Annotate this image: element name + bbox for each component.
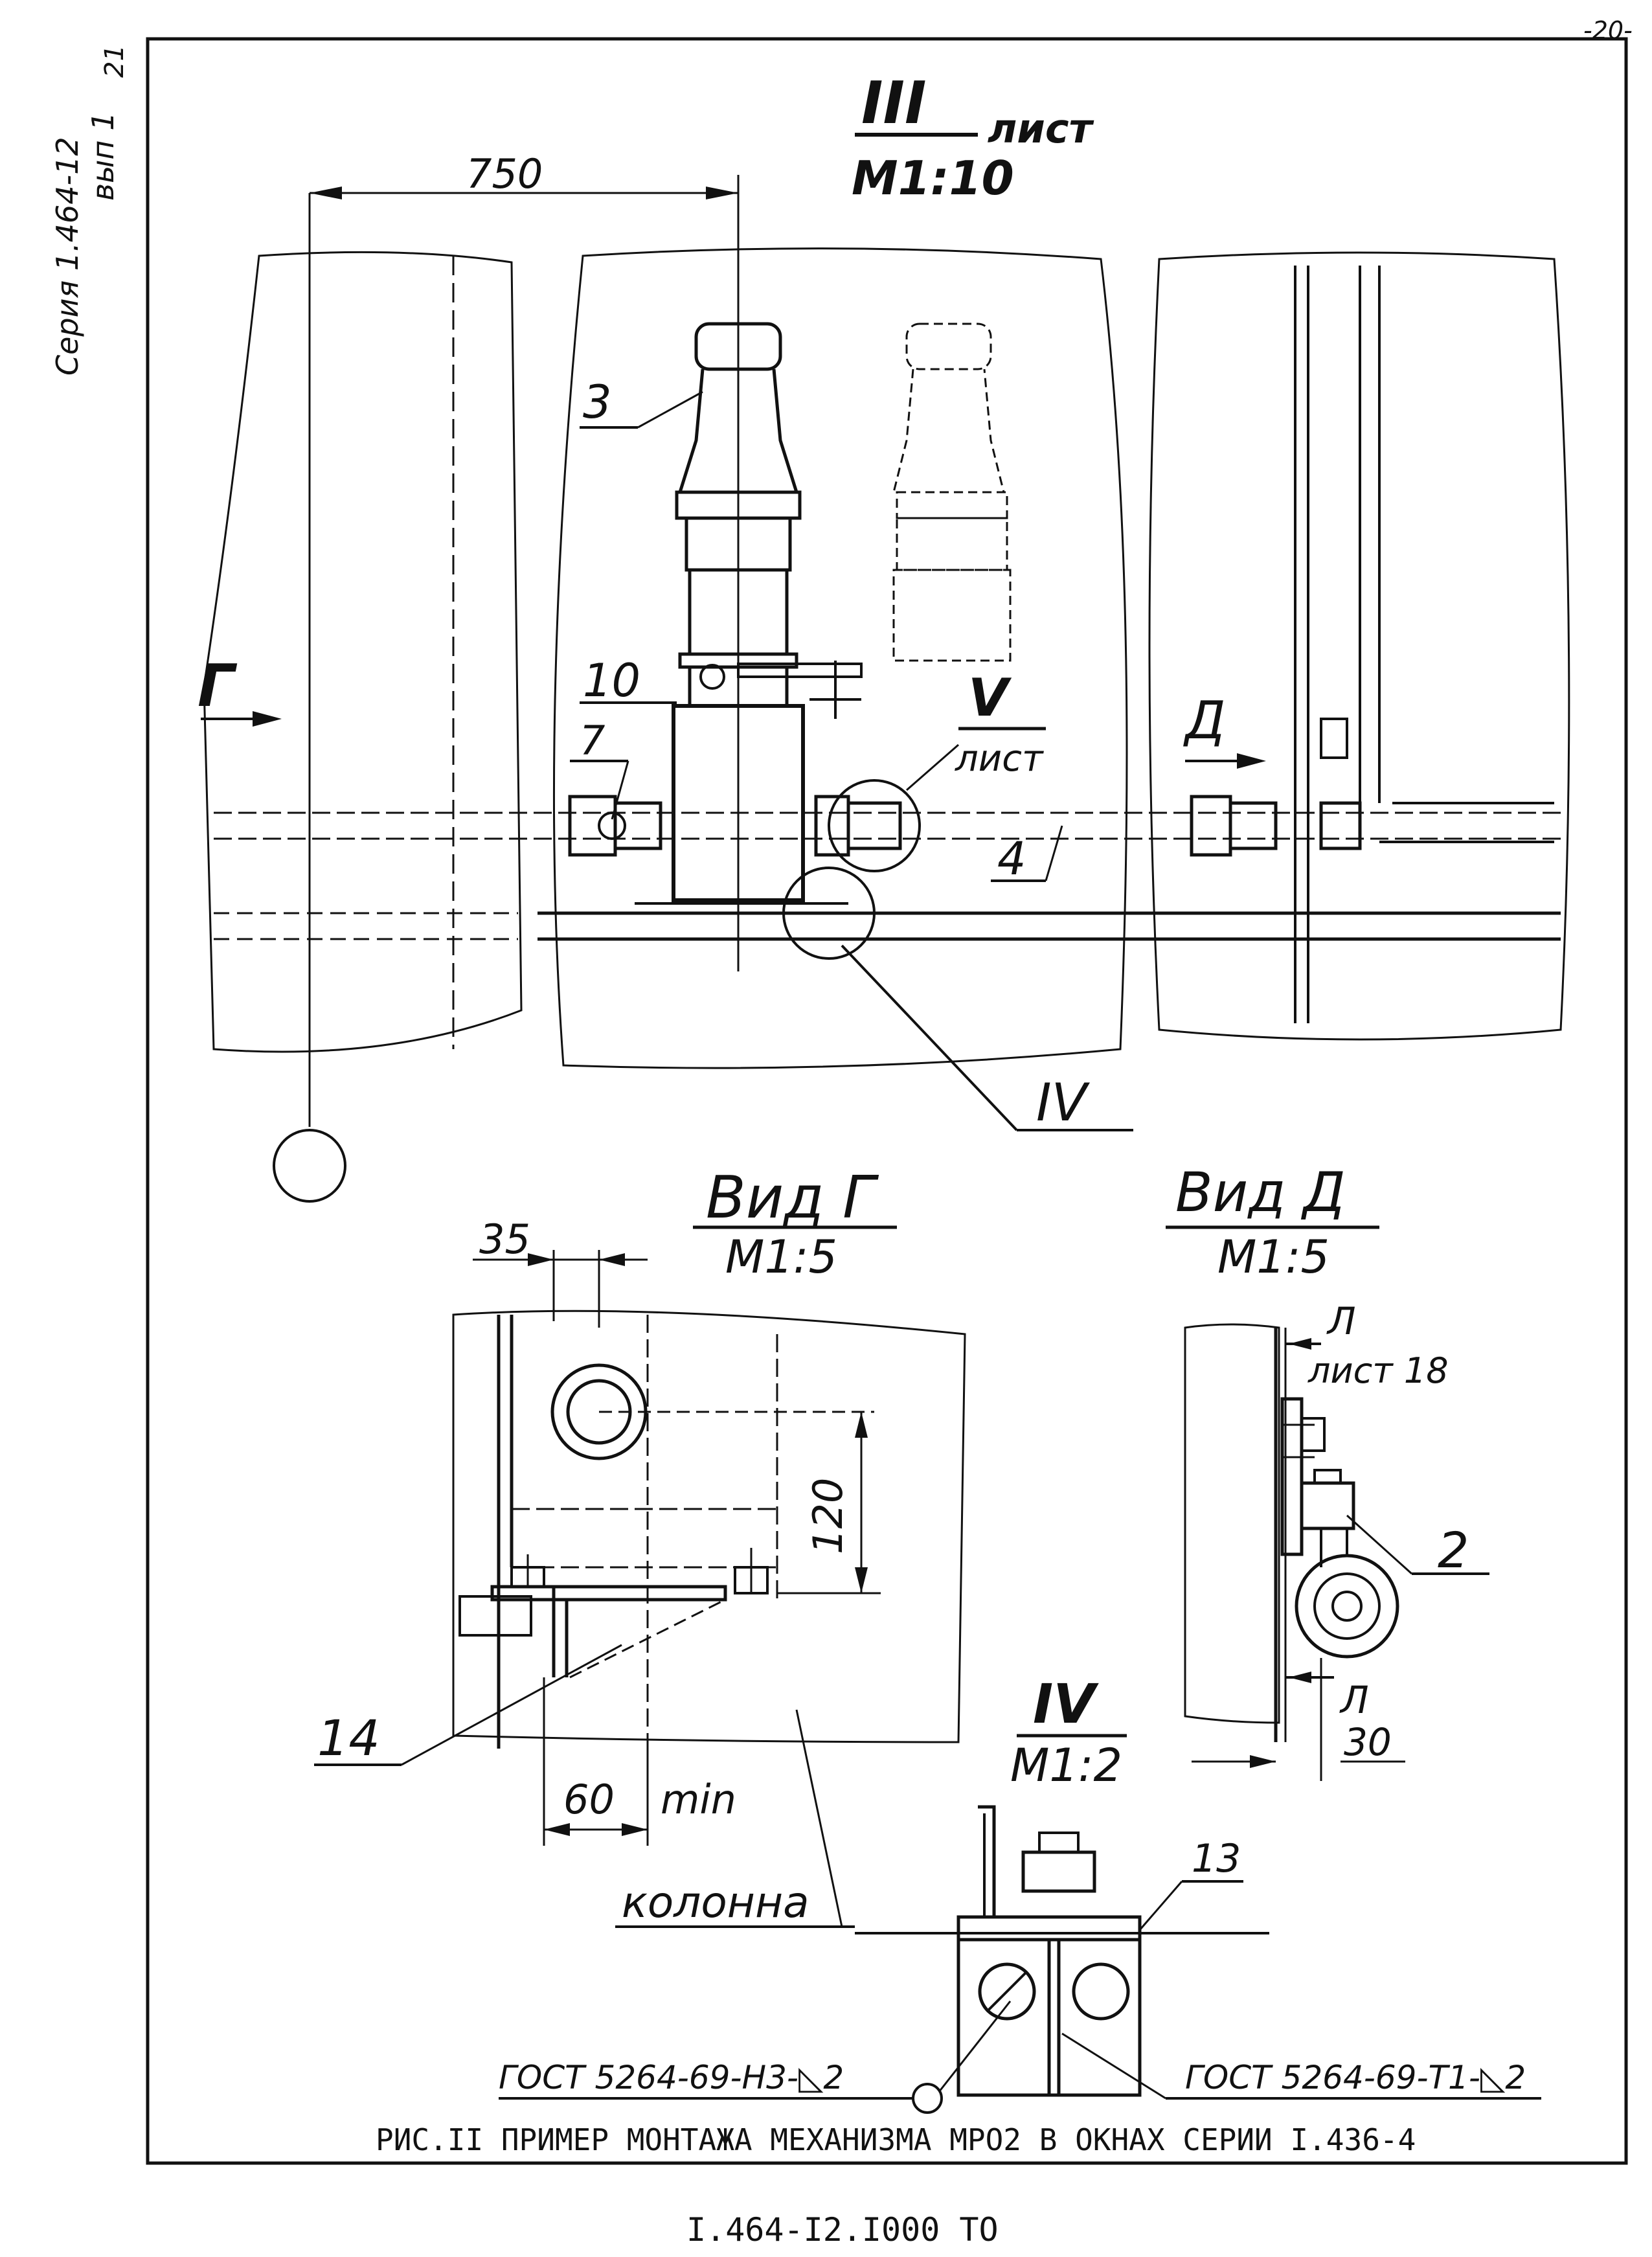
- main-view-scale: М1:10: [852, 151, 1014, 205]
- callout-2: 2: [1438, 1521, 1469, 1579]
- series-stamp: Серия 1.464-12 вып 1 21: [50, 45, 130, 376]
- view-arrow-label-g: Г: [198, 652, 238, 720]
- main-view-sheet-word: лист: [988, 105, 1094, 152]
- detail-v-roman: V: [968, 668, 1012, 728]
- dim-min: min: [661, 1776, 736, 1823]
- view-d-title: Вид Д: [1175, 1161, 1346, 1224]
- callout-7: 7: [580, 717, 605, 764]
- callout-13: 13: [1192, 1836, 1241, 1881]
- coupling-middle: [814, 779, 921, 872]
- coupling-right: [1190, 718, 1362, 857]
- dim-35: 35: [479, 1216, 530, 1263]
- view-arrow-label-d: Д: [1183, 690, 1226, 751]
- view-g: Вид Г М1:5 35 120: [314, 1164, 966, 1928]
- dim-120: 120: [804, 1478, 852, 1554]
- mechanism-mr02: [635, 322, 863, 905]
- view-d-scale: М1:5: [1217, 1231, 1330, 1284]
- series-stamp-line2: вып 1: [85, 112, 120, 201]
- level-marker-circle: [273, 1129, 346, 1203]
- weld-note-right: ГОСТ 5264-69-Т1-◺2: [1185, 2059, 1526, 2096]
- column-label: колонна: [622, 1877, 809, 1927]
- dim-30: 30: [1344, 1720, 1392, 1764]
- callout-3: 3: [583, 376, 612, 429]
- coupling-left: [568, 795, 662, 857]
- dim-60: 60: [563, 1776, 615, 1823]
- series-stamp-line1: Серия 1.464-12: [50, 137, 85, 376]
- section-sheet: лист 18: [1307, 1350, 1449, 1391]
- weld-note-left: ГОСТ 5264-69-Н3-◺2: [499, 2059, 844, 2096]
- document-code: I.464-I2.I000 ТО: [686, 2211, 999, 2249]
- detail-iv-circle: [782, 867, 876, 960]
- main-view-iii: III М1:10 лист 750: [198, 69, 1570, 1203]
- sheet-frame: [146, 37, 1628, 2165]
- view-g-scale: М1:5: [725, 1231, 837, 1284]
- section-mark-top: Л: [1326, 1299, 1356, 1343]
- mechanism-alt-position: [892, 323, 1012, 662]
- callout-4: 4: [997, 832, 1026, 885]
- detail-iv-scale: М1:2: [1010, 1739, 1122, 1792]
- callout-10: 10: [583, 654, 640, 707]
- detail-v-sheet: лист: [955, 738, 1044, 780]
- main-view-roman: III: [861, 69, 926, 137]
- series-stamp-mark: 21: [100, 45, 130, 78]
- section-mark-bottom: Л: [1339, 1678, 1369, 1722]
- detail-iv-label: IV: [1036, 1072, 1091, 1133]
- figure-caption: РИС.II ПРИМЕР МОНТАЖА МЕХАНИЗМА МРО2 В О…: [376, 2122, 1416, 2157]
- view-g-title: Вид Г: [706, 1164, 879, 1232]
- dim-750: 750: [466, 150, 543, 198]
- callout-14: 14: [317, 1709, 380, 1767]
- view-d: Вид Д М1:5 Л лист 18 2 Л: [1166, 1161, 1489, 1781]
- detail-iv: IV М1:2 13 ГОСТ 5264-69-Н3-◺2 ГОСТ 5264-…: [499, 1672, 1541, 2114]
- detail-iv-roman: IV: [1033, 1672, 1099, 1736]
